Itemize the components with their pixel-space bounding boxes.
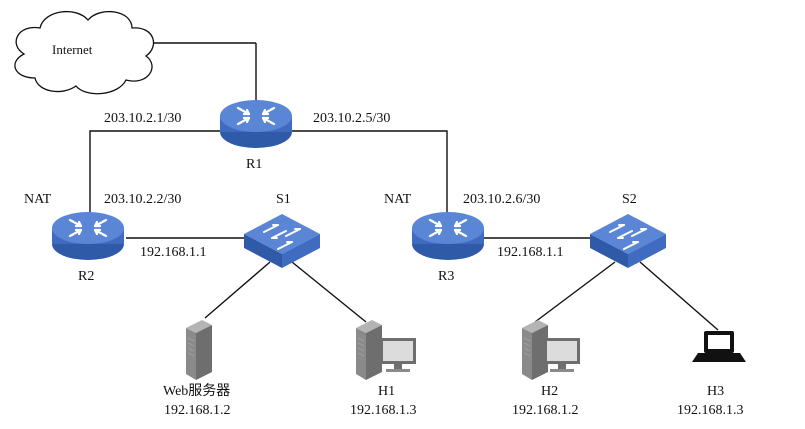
r3-lan-ip: 192.168.1.1: [497, 245, 564, 260]
h1-name: H1: [378, 384, 395, 399]
h1-ip: 192.168.1.3: [350, 403, 417, 418]
r2-lan-ip: 192.168.1.1: [140, 245, 207, 260]
cloud-icon: [14, 10, 155, 95]
router-r1: R1: [218, 98, 294, 172]
laptop-icon: [692, 331, 746, 362]
router-r1-name: R1: [246, 157, 262, 172]
r1-right-ip: 203.10.2.5/30: [313, 111, 390, 126]
router-r2-nat-label: NAT: [24, 192, 52, 207]
host-h2: H2 192.168.1.2: [512, 319, 580, 418]
r2-wan-ip: 203.10.2.2/30: [104, 192, 181, 207]
h2-name: H2: [541, 384, 558, 399]
host-h1: H1 192.168.1.3: [350, 319, 417, 418]
r1-left-ip: 203.10.2.1/30: [104, 111, 181, 126]
link-s2-h2: [534, 261, 616, 323]
router-r2-name: R2: [78, 269, 94, 284]
switch-s1: S1: [243, 192, 321, 269]
link-s2-h3: [639, 261, 719, 331]
web-server-name: Web服务器: [163, 383, 230, 399]
router-r3-name: R3: [438, 269, 454, 284]
web-server-ip: 192.168.1.2: [164, 403, 231, 418]
switch-s2: S2: [589, 192, 667, 269]
router-r3: R3 NAT: [384, 192, 486, 284]
router-r3-nat-label: NAT: [384, 192, 412, 207]
h3-ip: 192.168.1.3: [677, 403, 744, 418]
switch-s2-name: S2: [622, 192, 637, 207]
monitor-icon: [544, 338, 580, 372]
host-web-server: Web服务器 192.168.1.2: [163, 319, 231, 418]
pc-tower-icon: [355, 319, 383, 381]
router-r2: R2 NAT: [24, 192, 126, 284]
link-s1-h1: [291, 261, 367, 323]
link-r1-r2: [89, 130, 220, 222]
link-s1-web: [204, 261, 271, 319]
cloud-label: Internet: [52, 42, 93, 57]
host-h3: H3 192.168.1.3: [677, 331, 746, 418]
link-r1-r3: [292, 130, 448, 222]
r3-wan-ip: 203.10.2.6/30: [463, 192, 540, 207]
links: [89, 42, 719, 331]
internet-cloud: Internet: [14, 10, 155, 95]
server-icon: [185, 319, 213, 381]
monitor-icon: [380, 338, 416, 372]
h3-name: H3: [707, 384, 724, 399]
h2-ip: 192.168.1.2: [512, 403, 579, 418]
switch-s1-name: S1: [276, 192, 291, 207]
